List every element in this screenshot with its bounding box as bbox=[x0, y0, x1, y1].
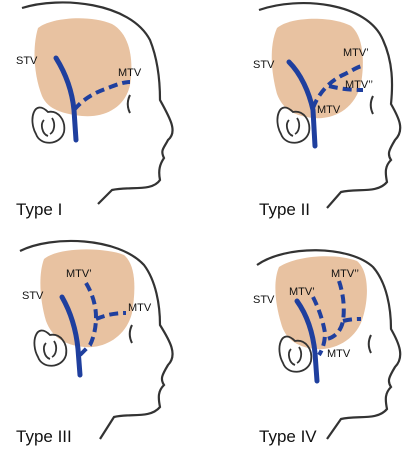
panel-type-3: STV MTV’ MTV Type III bbox=[0, 225, 200, 450]
mtv-label: MTV bbox=[317, 105, 340, 116]
type-label: Type II bbox=[259, 200, 310, 220]
eye-mark bbox=[128, 95, 130, 113]
head-diagram-type-4 bbox=[203, 225, 405, 450]
mtv-double-prime-label: MTV’’ bbox=[345, 80, 373, 91]
panel-type-4: STV MTV’ MTV’’ MTV Type IV bbox=[203, 225, 405, 450]
ear bbox=[32, 108, 64, 143]
skin-region bbox=[35, 18, 132, 116]
panel-type-2: STV MTV’ MTV’’ MTV Type II bbox=[203, 0, 405, 225]
mtv-prime-label: MTV’ bbox=[343, 48, 369, 59]
mtv-prime-label: MTV’ bbox=[289, 287, 315, 298]
skin-region bbox=[40, 249, 134, 347]
eye-mark bbox=[369, 335, 371, 353]
type-label: Type III bbox=[16, 427, 72, 447]
mtv-label: MTV bbox=[118, 68, 141, 79]
mtv-label: MTV bbox=[128, 303, 151, 314]
mtv-label: MTV bbox=[327, 349, 350, 360]
panel-type-1: STV MTV Type I bbox=[0, 0, 200, 225]
eye-mark bbox=[371, 96, 373, 114]
mtv-double-prime-label: MTV’’ bbox=[331, 269, 359, 280]
stv-label: STV bbox=[253, 60, 274, 71]
type-label: Type IV bbox=[259, 427, 317, 447]
mtv-prime-label: MTV’ bbox=[66, 269, 92, 280]
stv-label: STV bbox=[253, 295, 274, 306]
type-label: Type I bbox=[16, 200, 62, 220]
head-diagram-type-3 bbox=[0, 225, 200, 450]
head-diagram-type-2 bbox=[203, 0, 405, 225]
stv-label: STV bbox=[16, 56, 37, 67]
mtv-vessel bbox=[343, 319, 361, 321]
head-diagram-type-1 bbox=[0, 0, 200, 225]
stv-label: STV bbox=[22, 291, 43, 302]
eye-mark bbox=[130, 325, 132, 343]
